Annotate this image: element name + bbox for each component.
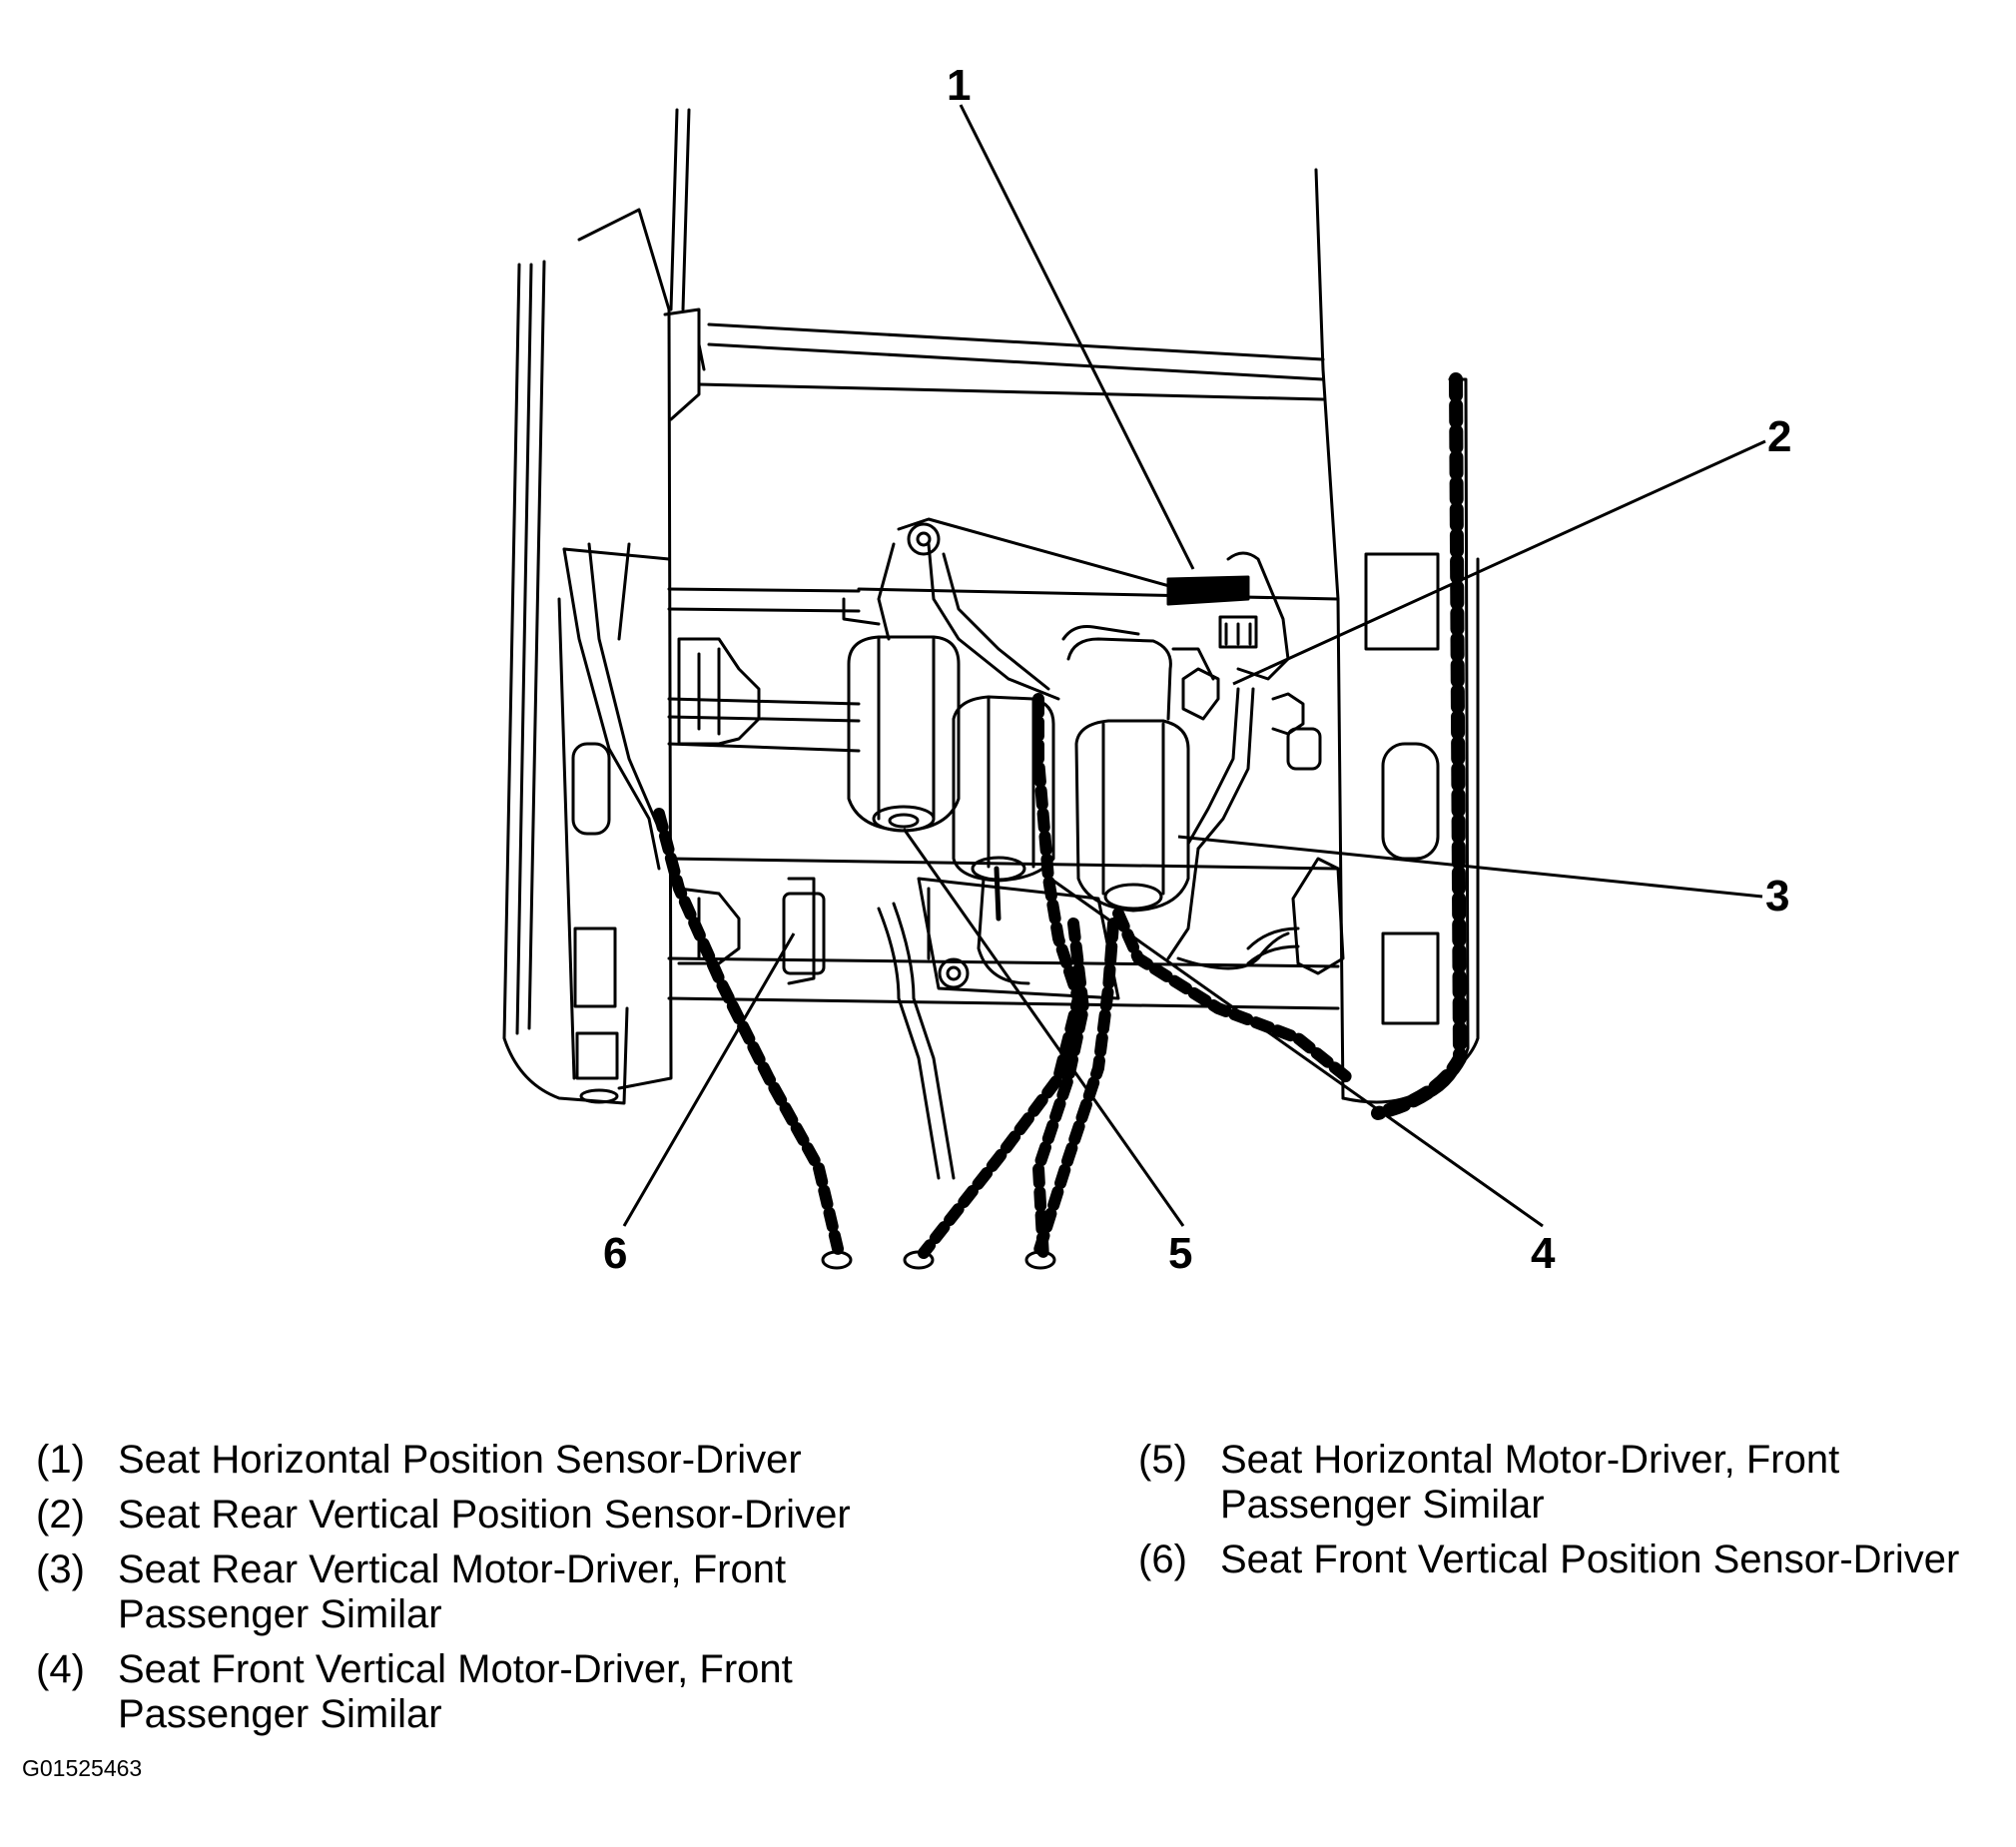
- legend-number: (2): [36, 1493, 85, 1537]
- legend-item-1: (1) Seat Horizontal Position Sensor-Driv…: [36, 1438, 1114, 1483]
- horizontal-motor: [847, 635, 961, 833]
- legend-left-column: (1) Seat Horizontal Position Sensor-Driv…: [36, 1438, 1114, 1747]
- legend-item-3: (3) Seat Rear Vertical Motor-Driver, Fro…: [36, 1547, 1114, 1637]
- leader-5: [902, 828, 1185, 1227]
- legend-number: (6): [1138, 1538, 1187, 1581]
- legend-number: (3): [36, 1547, 85, 1591]
- legend-item-6: (6) Seat Front Vertical Position Sensor-…: [1138, 1538, 2007, 1582]
- legend-text: Seat Horizontal Motor-Driver, Front Pass…: [1220, 1438, 1840, 1527]
- legend-item-2: (2) Seat Rear Vertical Position Sensor-D…: [36, 1493, 1114, 1538]
- conduit-bundle: [653, 693, 1354, 1264]
- seat-wiring-diagram: 1 2 3 4 5 6: [502, 61, 1791, 1278]
- right-gear-assembly: [1246, 857, 1345, 975]
- legend-number: (5): [1138, 1438, 1187, 1482]
- leader-1: [959, 104, 1195, 570]
- horizontal-position-sensor: [1166, 551, 1290, 681]
- rear-vertical-sensor: [1181, 667, 1322, 771]
- right-edge-cover: [1371, 372, 1467, 1120]
- leader-6: [622, 932, 796, 1227]
- upper-bracket: [842, 517, 1200, 641]
- lower-mounting-plate: [917, 877, 1120, 1000]
- legend-text: Seat Front Vertical Motor-Driver, Front …: [118, 1647, 793, 1736]
- legend-text: Seat Rear Vertical Position Sensor-Drive…: [118, 1493, 851, 1537]
- callout-4: 4: [1531, 1229, 1556, 1278]
- callout-2: 2: [1767, 412, 1791, 461]
- legend-text: Seat Front Vertical Position Sensor-Driv…: [1220, 1538, 1960, 1581]
- legend-item-5: (5) Seat Horizontal Motor-Driver, Front …: [1138, 1438, 2007, 1528]
- callout-1: 1: [947, 61, 971, 110]
- legend-text: Seat Horizontal Position Sensor-Driver: [118, 1438, 802, 1482]
- figure-id: G01525463: [22, 1755, 143, 1781]
- callout-5: 5: [1168, 1229, 1192, 1278]
- callout-leaders: [622, 104, 1766, 1228]
- legend-right-column: (5) Seat Horizontal Motor-Driver, Front …: [1138, 1438, 2007, 1592]
- legend-number: (1): [36, 1438, 85, 1482]
- rear-vertical-motor: [1066, 637, 1190, 913]
- leader-2: [1232, 439, 1766, 686]
- legend-text: Seat Rear Vertical Motor-Driver, Front P…: [118, 1547, 787, 1636]
- legend-item-4: (4) Seat Front Vertical Motor-Driver, Fr…: [36, 1647, 1114, 1737]
- seat-cross-bars: [667, 322, 1340, 1010]
- legend-number: (4): [36, 1647, 85, 1691]
- leader-4: [1042, 872, 1544, 1228]
- conduit-ends: [821, 1250, 1056, 1270]
- callout-3: 3: [1765, 872, 1789, 921]
- left-seat-rail: [502, 208, 673, 1105]
- left-seat-post: [663, 108, 706, 421]
- callout-6: 6: [603, 1229, 627, 1278]
- leader-3: [1177, 835, 1763, 899]
- wire-harness: [562, 542, 1290, 1180]
